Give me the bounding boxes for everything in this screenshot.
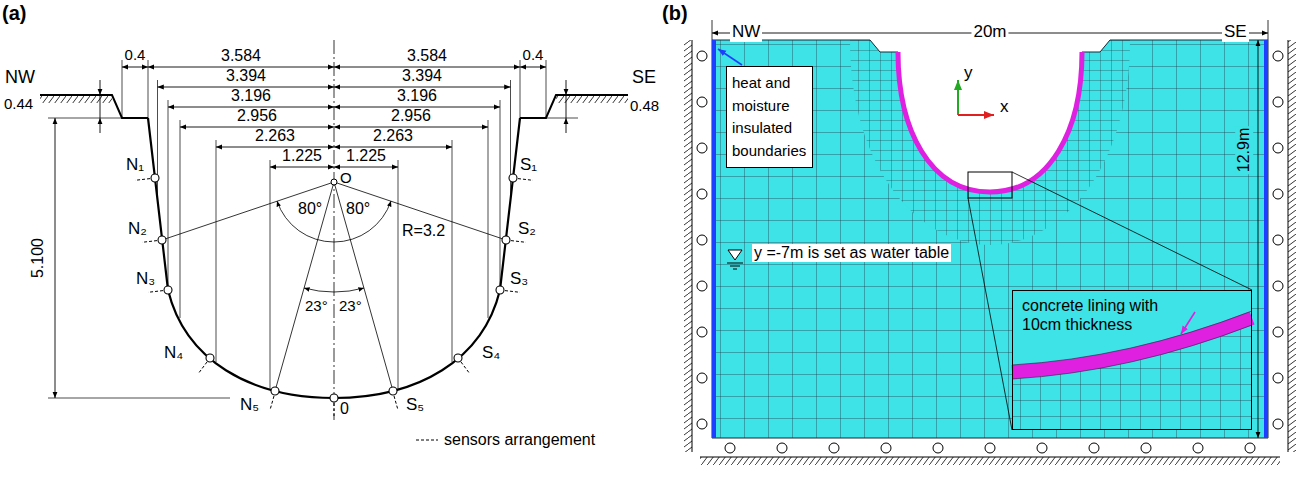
text-label: 1.225: [346, 147, 386, 165]
text-label: S₁: [520, 156, 537, 175]
zoom-inset: concrete lining with 10cm thickness: [1012, 290, 1252, 430]
text-label: 1.225: [282, 147, 322, 165]
text-label: 2.263: [373, 127, 413, 145]
text-label: 0.4: [125, 47, 146, 64]
text-label: 0.48: [630, 98, 659, 115]
text-label: N₂: [128, 220, 147, 239]
node-text: concrete lining with 10cm thickness: [1020, 296, 1176, 334]
text-label: SE: [632, 68, 656, 88]
text-label: (a): [2, 2, 26, 24]
text-label: N₃: [136, 270, 155, 289]
fe-mesh: [684, 20, 1296, 465]
text-label: 0.4: [523, 47, 544, 64]
text-label: x: [1000, 98, 1009, 117]
node-text: heat and moisture insulated boundaries: [732, 72, 807, 162]
text-label: NW: [5, 68, 35, 88]
text-label: S₅: [406, 396, 424, 415]
text-label: S₃: [510, 270, 528, 289]
text-label: 23°: [339, 298, 362, 315]
text-label: 20m: [971, 23, 1008, 42]
dimension-label: 5.100: [29, 238, 47, 278]
text-label: 3.394: [226, 67, 266, 85]
text-label: N₄: [164, 344, 183, 363]
dimension-label: 12.9m: [1235, 126, 1253, 174]
text-label: 2.263: [255, 127, 295, 145]
text-label: S₂: [518, 220, 536, 239]
text-label: 80°: [298, 200, 322, 218]
text-label: y: [964, 64, 973, 83]
text-label: N₅: [240, 396, 259, 415]
legend-sample: [414, 432, 440, 448]
text-label: 2.956: [391, 107, 431, 125]
legend-text: sensors arrangement: [444, 431, 595, 449]
boundary-note-box: heat and moisture insulated boundaries: [726, 66, 813, 168]
canal-section: [40, 40, 628, 420]
text-label: NW: [730, 23, 762, 42]
text-label: R=3.2: [402, 222, 445, 240]
text-label: 80°: [346, 200, 370, 218]
text-label: O: [340, 170, 352, 187]
text-label: 23°: [305, 298, 328, 315]
text-label: 0.44: [4, 96, 33, 113]
text-label: (b): [662, 2, 688, 24]
text-label: 3.584: [221, 47, 261, 65]
text-label: 3.196: [231, 87, 271, 105]
text-label: y =-7m is set as water table: [752, 244, 951, 262]
text-label: SE: [1222, 23, 1249, 42]
text-label: 3.196: [397, 87, 437, 105]
text-label: N₁: [126, 156, 144, 175]
text-label: 3.394: [402, 67, 442, 85]
text-label: S₄: [482, 344, 500, 363]
text-label: 2.956: [237, 107, 277, 125]
text-label: 3.584: [407, 47, 447, 65]
text-label: 0: [340, 400, 349, 418]
